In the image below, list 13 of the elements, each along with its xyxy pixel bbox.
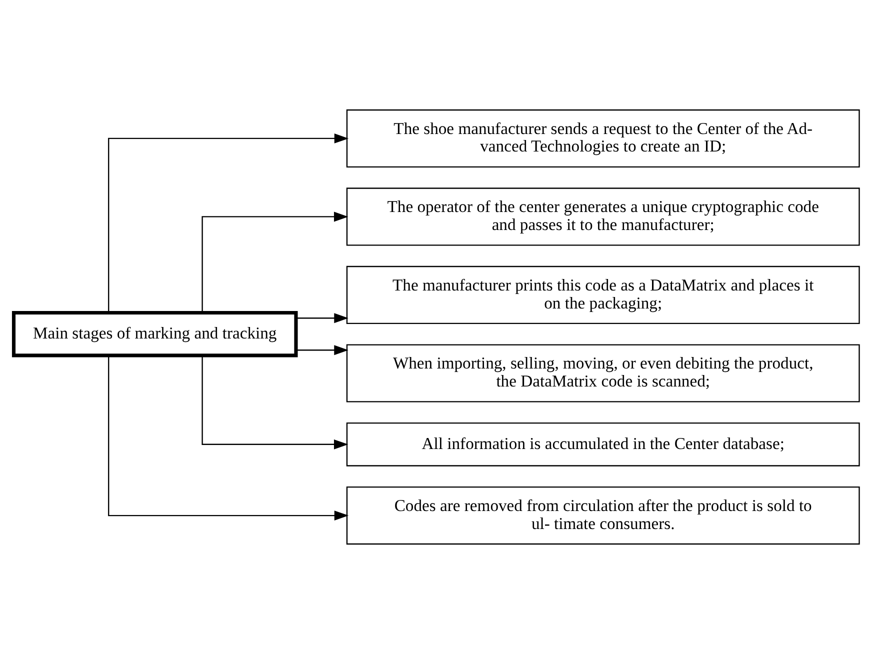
node-box: The manufacturer prints this code as a DataMatrix and places it on the packaging; (346, 265, 860, 324)
arrow (201, 355, 348, 449)
arrow (201, 211, 348, 312)
node-box: All information is accumulated in the Center database; (346, 422, 860, 466)
arrow (296, 312, 348, 323)
node-box: The shoe manufacturer sends a request to the Center of the Ad- vanced Technologies to create an ID; (346, 108, 860, 167)
node-box: Main stages of marking and tracking (11, 310, 298, 357)
node-box: When importing, selling, moving, or even debiting the product, the DataMatrix code is scanned; (346, 344, 860, 402)
arrow (108, 132, 348, 312)
arrow (108, 355, 348, 520)
arrow (296, 344, 348, 355)
node-box: Codes are removed from circulation after the product is sold to ul- timate consumers. (346, 486, 860, 544)
node-box: The operator of the center generates a unique cryptographic code and passes it to the manufacturer; (346, 187, 860, 246)
